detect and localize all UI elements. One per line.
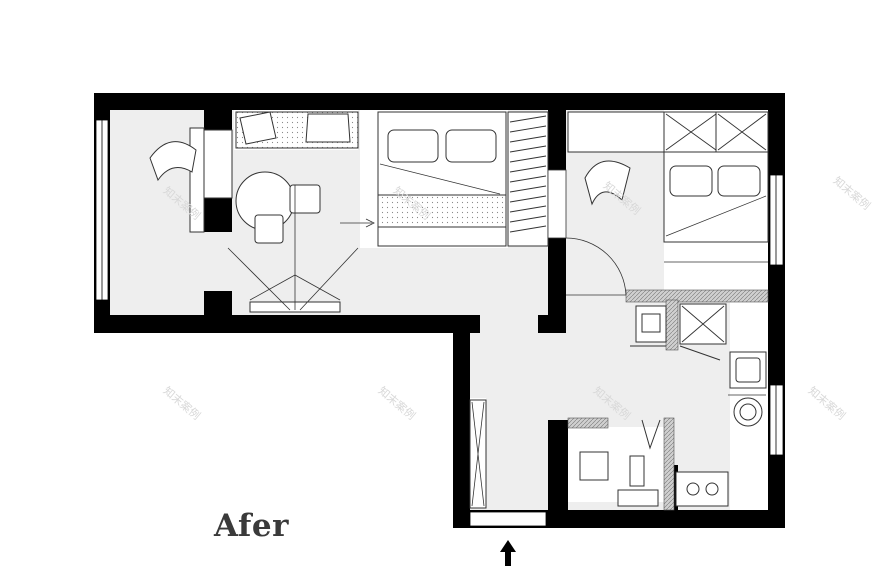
corridor-cabinet: [469, 399, 487, 509]
kitchen: [675, 351, 767, 507]
wardrobe-icon: [507, 111, 549, 247]
windows: [95, 119, 784, 527]
right-bedroom: [567, 111, 769, 263]
toilet-icon: [579, 451, 609, 481]
sofa-icon: [235, 111, 359, 149]
entrance-arrow-icon: [500, 540, 516, 566]
chair-icon: [584, 160, 631, 206]
bathroom: [579, 303, 727, 507]
bed-icon: [377, 111, 507, 247]
stove-icon: [675, 471, 729, 507]
hatched-walls: [567, 289, 769, 511]
door-swing-icon: [547, 169, 627, 296]
door-swing-lines: [227, 185, 375, 311]
chair-icon: [149, 141, 197, 182]
plan-caption: Afer: [214, 508, 289, 544]
